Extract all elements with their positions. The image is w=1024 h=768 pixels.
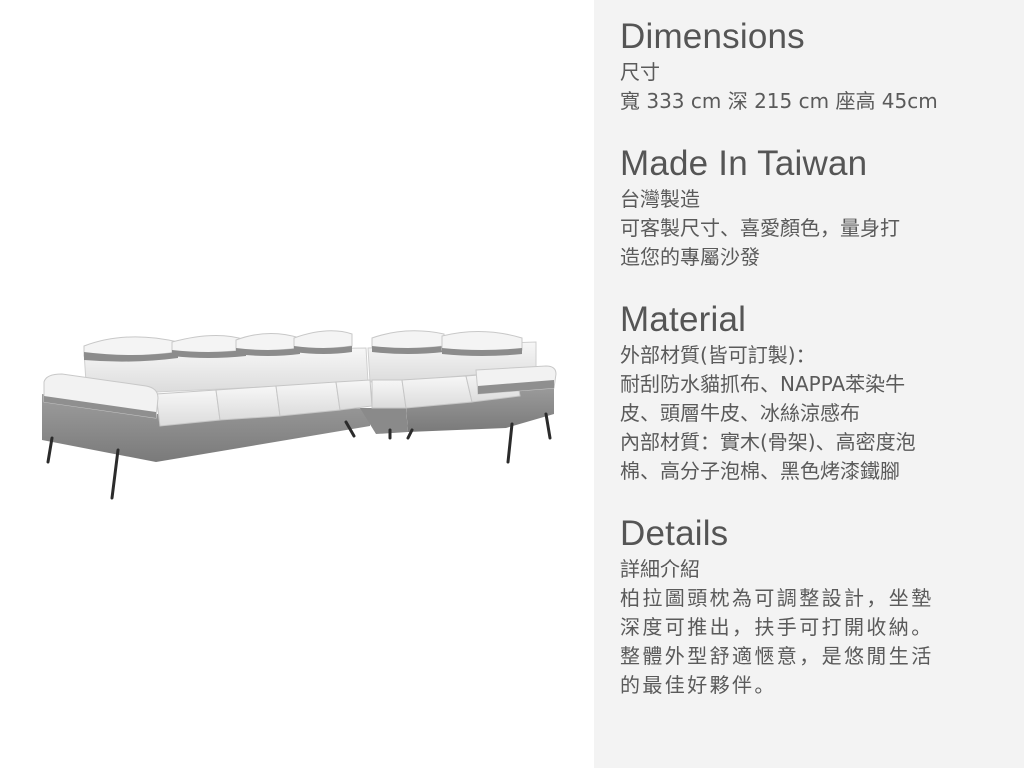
section-heading: Made In Taiwan: [620, 144, 868, 183]
armrest-band-right: [478, 380, 554, 394]
seat-cushions: [155, 371, 521, 427]
headrests: [83, 330, 523, 362]
section-text-line: 深度可推出，扶手可打開收納。: [620, 615, 934, 639]
section-text-line: 造您的專屬沙發: [620, 245, 760, 269]
sofa-legs: [46, 412, 552, 500]
section-text-line: 寬 333 cm 深 215 cm 座高 45cm: [620, 89, 938, 113]
section-text-line: 可客製尺寸、喜愛顏色，量身打: [620, 216, 900, 240]
section-text-line: 柏拉圖頭枕為可調整設計，坐墊: [620, 586, 934, 610]
details-section: Details 詳細介紹 柏拉圖頭枕為可調整設計，坐墊 深度可推出，扶手可打開收…: [620, 513, 1004, 700]
sofa-illustration: [42, 330, 557, 500]
section-subheading: 尺寸: [620, 60, 660, 84]
section-heading: Material: [620, 300, 747, 339]
section-heading: Dimensions: [620, 17, 805, 56]
section-heading: Details: [620, 514, 729, 553]
section-text-line: 整體外型舒適愜意，是悠閒生活: [620, 644, 934, 668]
section-text-line: 皮、頭層牛皮、冰絲涼感布: [620, 401, 860, 425]
sofa-armrest-left: [43, 373, 159, 419]
product-info-panel: Dimensions 尺寸 寬 333 cm 深 215 cm 座高 45cm …: [594, 0, 1024, 768]
section-subheading: 台灣製造: [620, 187, 700, 211]
dimensions-section: Dimensions 尺寸 寬 333 cm 深 215 cm 座高 45cm: [620, 16, 1004, 116]
section-text-line: 內部材質：實木(骨架)、高密度泡: [620, 430, 916, 454]
sofa-base-corner: [360, 408, 408, 434]
material-section: Material 外部材質(皆可訂製)： 耐刮防水貓抓布、NAPPA苯染牛 皮、…: [620, 299, 1004, 486]
product-image-pane: [42, 330, 557, 500]
section-text-line: 耐刮防水貓抓布、NAPPA苯染牛: [620, 372, 906, 396]
section-subheading: 詳細介紹: [620, 557, 700, 581]
armrest-band-left: [44, 396, 156, 418]
section-subheading: 外部材質(皆可訂製)：: [620, 343, 816, 367]
headrest-band: [84, 352, 178, 362]
origin-section: Made In Taiwan 台灣製造 可客製尺寸、喜愛顏色，量身打 造您的專屬…: [620, 143, 1004, 272]
section-text-line: 的最佳好夥伴。: [620, 673, 777, 697]
section-text-line: 棉、高分子泡棉、黑色烤漆鐵腳: [620, 459, 900, 483]
